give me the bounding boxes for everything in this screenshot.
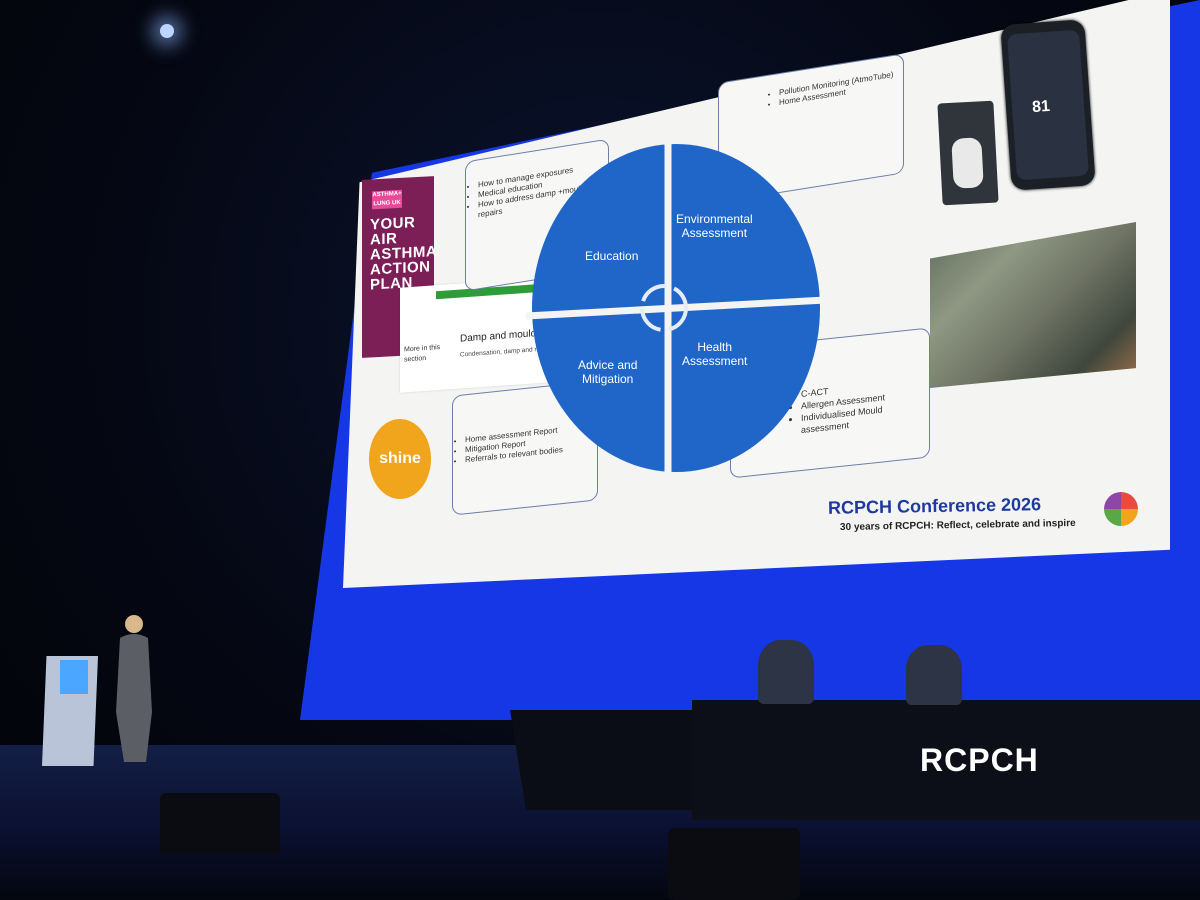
spotlight <box>160 24 174 38</box>
stage-monitor-speaker <box>668 828 800 900</box>
panel-table-front <box>510 710 710 810</box>
panel-table <box>692 700 1200 820</box>
panel-person <box>758 640 814 704</box>
table-brand: RCPCH <box>920 742 1039 778</box>
stage-monitor-speaker <box>160 793 280 855</box>
podium-screen <box>60 660 88 694</box>
panel-person <box>906 645 962 705</box>
speaker-figure <box>116 615 152 762</box>
